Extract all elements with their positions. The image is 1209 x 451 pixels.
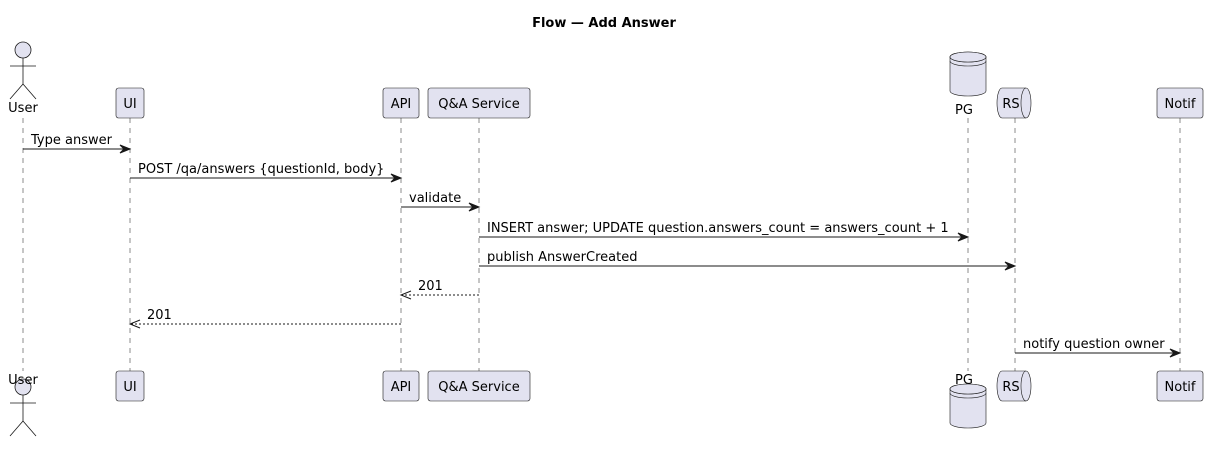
message-label: notify question owner — [1023, 337, 1165, 352]
message-label: INSERT answer; UPDATE question.answers_c… — [487, 221, 949, 236]
message-8: notify question owner — [1015, 337, 1182, 358]
participant-label: API — [391, 97, 412, 112]
arrowhead — [128, 319, 141, 329]
participant-label: User — [8, 373, 38, 388]
participant-notif-bottom: Notif — [1156, 370, 1204, 402]
database-icon — [949, 51, 987, 97]
diagram-title: Flow — Add Answer — [532, 16, 676, 31]
actor-icon — [9, 378, 37, 437]
participant-ui-bottom: UI — [115, 370, 145, 402]
participant-label: UI — [123, 380, 136, 395]
participant-label: RS — [1002, 380, 1019, 395]
actor-icon — [9, 41, 37, 100]
participant-box — [115, 87, 145, 119]
participant-label: Q&A Service — [438, 380, 519, 395]
lifelines — [22, 118, 1181, 371]
participant-qa-bottom: Q&A Service — [427, 370, 531, 402]
participant-label: Q&A Service — [438, 97, 519, 112]
message-label: publish AnswerCreated — [487, 250, 637, 265]
participant-notif-top: Notif — [1156, 87, 1204, 119]
participant-label: API — [391, 380, 412, 395]
arrowhead — [1004, 261, 1017, 271]
participant-label: Notif — [1165, 97, 1196, 112]
arrowhead — [399, 290, 412, 300]
participant-box — [382, 87, 420, 119]
participant-box — [427, 370, 531, 402]
message-label: Type answer — [30, 133, 113, 148]
participant-label: RS — [1002, 97, 1019, 112]
participant-rs-top: RS — [996, 87, 1032, 119]
participant-ui-top: UI — [115, 87, 145, 119]
participant-box — [427, 87, 531, 119]
message-3: validate — [401, 191, 481, 212]
message-5: publish AnswerCreated — [479, 250, 1017, 271]
participant-label: PG — [955, 373, 973, 388]
arrowhead — [390, 173, 403, 183]
message-label: 201 — [147, 308, 172, 323]
participant-box — [1156, 370, 1204, 402]
message-label: 201 — [418, 279, 443, 294]
participants-top: User UI API Q&A Service PG RS Notif — [8, 41, 1204, 119]
participant-qa-top: Q&A Service — [427, 87, 531, 119]
message-label: POST /qa/answers {questionId, body} — [138, 162, 384, 177]
participant-pg-bottom: PG — [949, 373, 987, 429]
message-6: 201 — [399, 279, 479, 300]
participant-box — [115, 370, 145, 402]
participant-user-top: User — [8, 41, 38, 116]
participant-user-bottom: User — [8, 373, 38, 437]
message-4: INSERT answer; UPDATE question.answers_c… — [479, 221, 970, 242]
participants-bottom: User UI API Q&A Service PG RS Notif — [8, 370, 1204, 437]
queue-icon — [996, 370, 1032, 402]
participant-label: PG — [955, 103, 973, 118]
queue-icon — [996, 87, 1032, 119]
participant-pg-top: PG — [949, 51, 987, 118]
participant-box — [1156, 87, 1204, 119]
message-7: 201 — [128, 308, 401, 329]
participant-rs-bottom: RS — [996, 370, 1032, 402]
participant-label: Notif — [1165, 380, 1196, 395]
database-icon — [949, 383, 987, 429]
arrowhead — [1169, 348, 1182, 358]
arrowhead — [119, 144, 132, 154]
arrowhead — [468, 202, 481, 212]
participant-box — [382, 370, 420, 402]
participant-api-top: API — [382, 87, 420, 119]
message-2: POST /qa/answers {questionId, body} — [130, 162, 403, 183]
arrowhead — [957, 232, 970, 242]
participant-label: UI — [123, 97, 136, 112]
participant-api-bottom: API — [382, 370, 420, 402]
participant-label: User — [8, 101, 38, 116]
message-1: Type answer — [23, 133, 132, 154]
message-label: validate — [409, 191, 461, 206]
